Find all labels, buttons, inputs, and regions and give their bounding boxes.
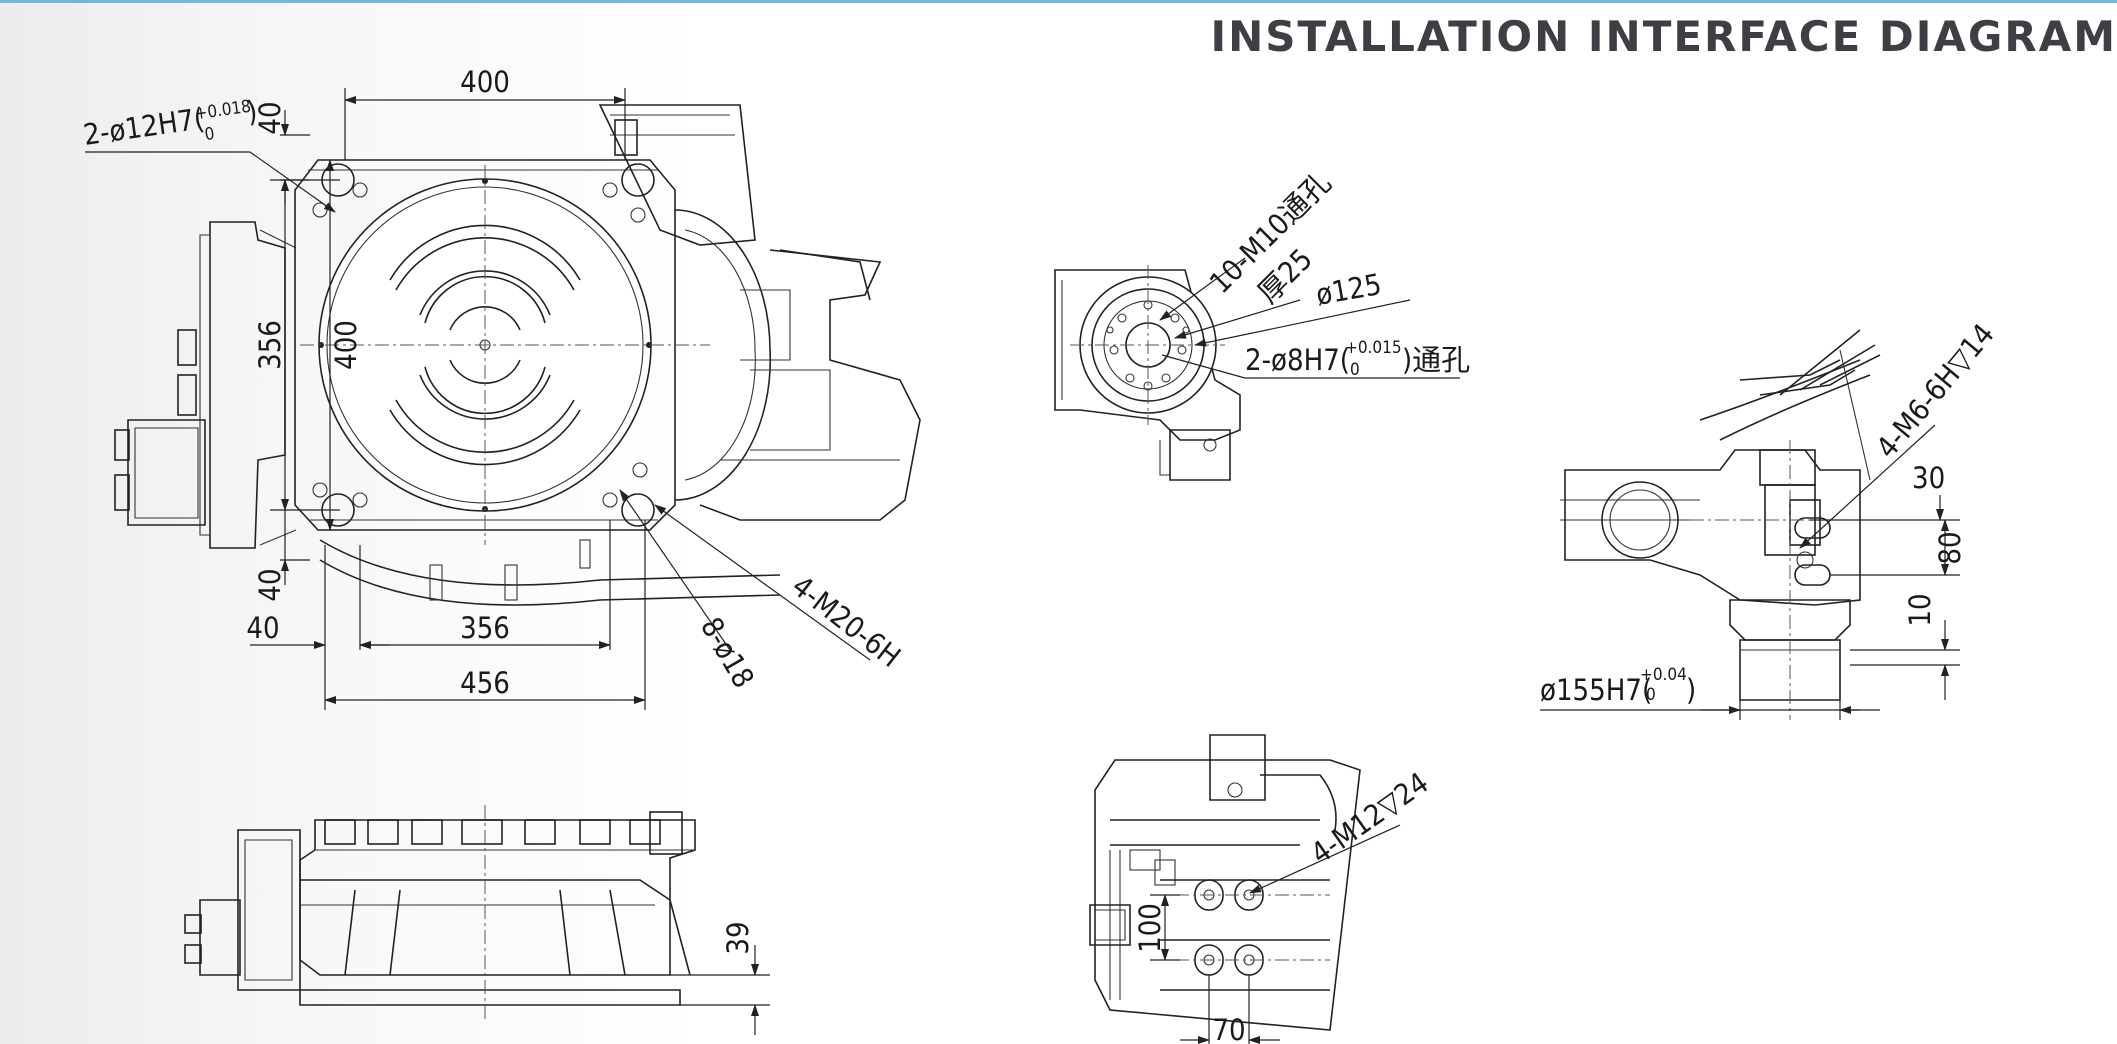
dim-39: 39 <box>721 921 755 954</box>
pin-hole-tol-bot: 0 <box>203 124 215 145</box>
arm-tapped-callout: 4-M6-6H▽14 <box>1869 317 2000 465</box>
pin-hole-main: 2-ø12H7( <box>81 101 206 152</box>
dim-100: 100 <box>1133 903 1167 953</box>
dim-356-left: 356 <box>253 320 287 370</box>
dim-40-bottom: 40 <box>253 568 287 601</box>
bore-main: ø155H7( <box>1540 673 1652 707</box>
forearm-view: 4-M12▽24 100 70 <box>1089 734 1435 1044</box>
pin-hole-tol-top: +0.018 <box>193 97 252 125</box>
bore-tol-bot: 0 <box>1646 685 1656 705</box>
dim-10: 10 <box>1903 593 1937 626</box>
tapped-holes-callout: 4-M20-6H <box>786 569 907 674</box>
pin-hole-close: ) <box>245 94 260 129</box>
pin-hole-callout: 2-ø12H7( <box>81 101 206 152</box>
flange-pin-tol-bot: 0 <box>1350 360 1360 380</box>
bore-close: ) <box>1686 673 1696 707</box>
flange-pin-tol-top: +0.015 <box>1345 338 1402 358</box>
dim-456-horizontal: 456 <box>460 666 510 700</box>
through-holes-callout: 8-ø18 <box>694 612 761 694</box>
dim-40-left: 40 <box>246 611 279 645</box>
dim-400-top: 400 <box>460 65 510 99</box>
page-title: INSTALLATION INTERFACE DIAGRAM <box>1210 12 2117 61</box>
dim-30: 30 <box>1912 461 1945 495</box>
base-top-view: 400 40 356 400 40 40 356 456 <box>81 65 921 710</box>
flange-pin-close: )通孔 <box>1402 343 1470 377</box>
flange-pin-main: 2-ø8H7( <box>1245 343 1350 377</box>
base-side-view: 39 <box>184 805 770 1035</box>
dim-40-top: 40 <box>253 101 287 134</box>
arm-view: 4-M6-6H▽14 30 80 10 ø155H7( +0.04 0 ) <box>1540 317 2001 720</box>
dim-356-horizontal: 356 <box>460 611 510 645</box>
bore-tol-top: +0.04 <box>1640 665 1687 685</box>
dim-400-inner: 400 <box>329 320 363 370</box>
dim-80: 80 <box>1933 531 1967 564</box>
flange-diameter-callout: ø125 <box>1313 267 1384 312</box>
flange-view: 10-M10通孔 厚25 ø125 2-ø8H7( +0.015 0 )通孔 <box>1054 165 1470 481</box>
top-accent-line <box>0 0 2117 3</box>
dim-70: 70 <box>1212 1013 1245 1044</box>
